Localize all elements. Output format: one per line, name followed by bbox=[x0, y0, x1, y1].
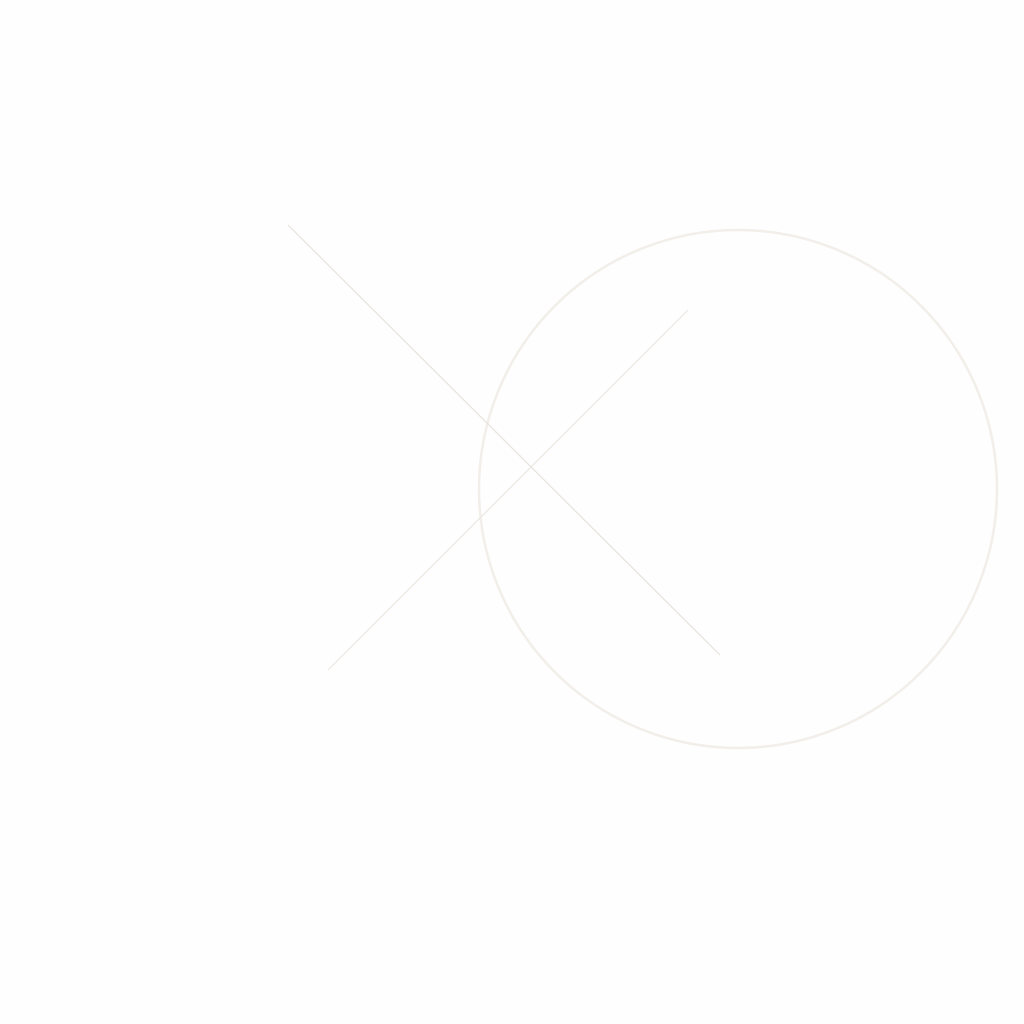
diagonal-line-ascending bbox=[327, 309, 689, 671]
faint-circle bbox=[477, 228, 999, 750]
diagonal-line-descending bbox=[287, 224, 721, 656]
